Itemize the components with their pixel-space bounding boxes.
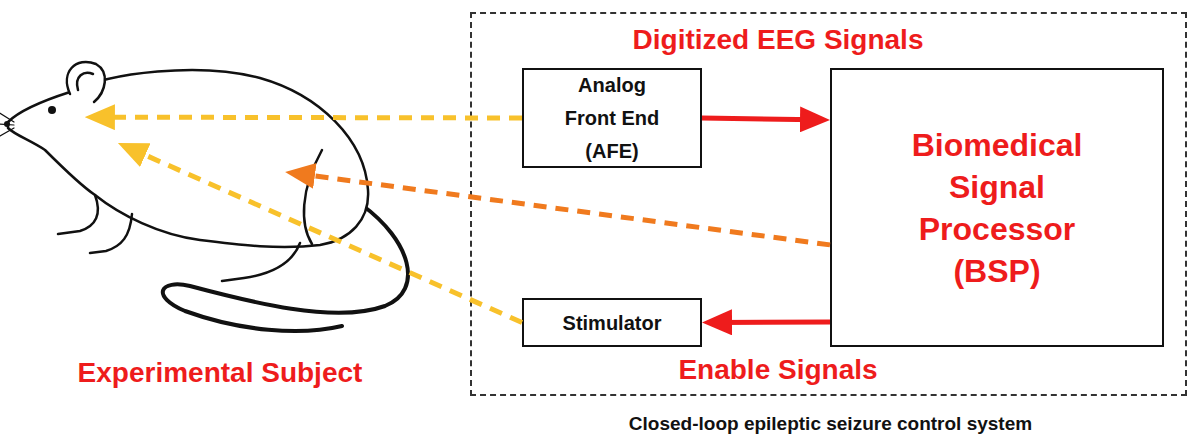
rat-thigh: [304, 150, 322, 244]
rat-front-leg: [90, 214, 132, 253]
node-text: Biomedical Signal Processor (BSP): [895, 124, 1100, 292]
system-boundary: Closed-loop epileptic seizure control sy…: [470, 12, 1187, 396]
experimental-subject: Experimental Subject: [0, 40, 440, 340]
rat-illustration: [0, 40, 440, 340]
process-box: Stimulator: [522, 298, 702, 347]
rat-hind-leg: [222, 243, 300, 281]
node-text: Experimental Subject: [0, 356, 440, 390]
rat-eye: [48, 106, 56, 114]
signal-arrow: [717, 319, 830, 325]
node-text: Analog Front End (AFE): [556, 69, 668, 168]
rat-ear-inner: [77, 73, 93, 90]
processor-box: Biomedical Signal Processor (BSP): [830, 68, 1164, 347]
signal-arrow: [702, 118, 815, 120]
process-box: Analog Front End (AFE): [522, 68, 702, 168]
rat-front-leg: [58, 195, 98, 234]
electrode-link: [300, 174, 830, 245]
signal-label: Enable Signals: [578, 354, 978, 386]
rat-ear: [67, 62, 105, 102]
node-text: Closed-loop epileptic seizure control sy…: [472, 412, 1189, 436]
signal-label: Digitized EEG Signals: [578, 24, 978, 56]
rat-body: [8, 70, 368, 247]
node-text: Stimulator: [563, 311, 662, 335]
rat-nose: [4, 121, 10, 127]
rat-whisker: [0, 112, 14, 136]
